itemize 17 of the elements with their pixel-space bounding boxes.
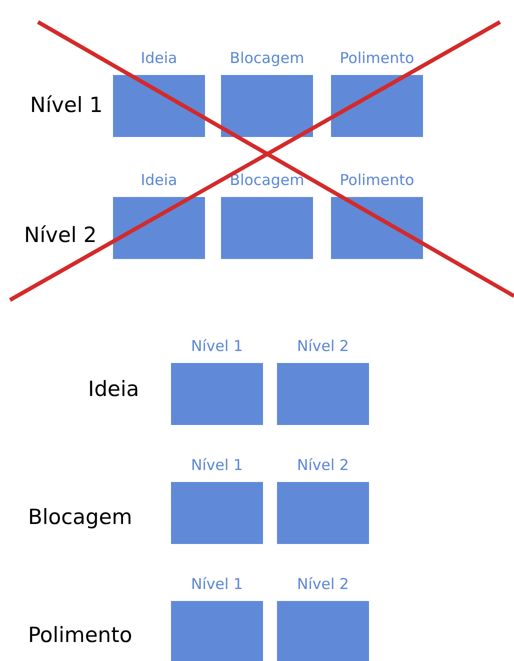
column-heading: Nível 1	[190, 337, 244, 355]
column-heading: Polimento	[338, 171, 416, 189]
column-heading: Ideia	[140, 49, 178, 67]
row-label: Polimento	[28, 622, 132, 648]
column-heading: Nível 1	[190, 456, 244, 474]
column-heading: Nível 2	[296, 456, 350, 474]
column-heading: Nível 1	[190, 575, 244, 593]
row-label: Blocagem	[28, 504, 132, 530]
column-heading: Blocagem	[228, 49, 306, 67]
row-label: Nível 2	[24, 222, 97, 248]
column-heading: Ideia	[140, 171, 178, 189]
column-heading: Nível 2	[296, 575, 350, 593]
column-heading: Polimento	[338, 49, 416, 67]
row-label: Nível 1	[30, 92, 103, 118]
row-label: Ideia	[88, 376, 140, 402]
column-heading: Blocagem	[228, 171, 306, 189]
column-heading: Nível 2	[296, 337, 350, 355]
